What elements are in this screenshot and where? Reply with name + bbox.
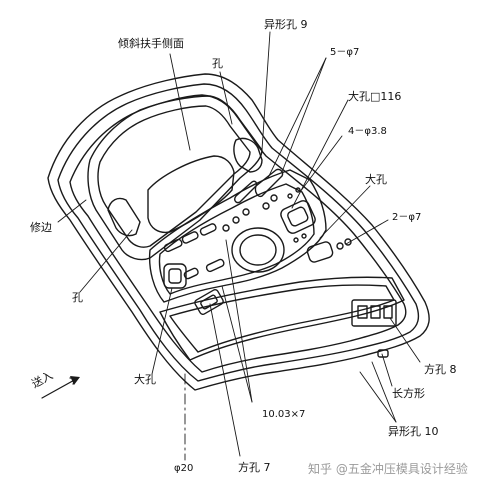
label-square-hole-8: 方孔 8 bbox=[424, 363, 457, 376]
square-hole-7-inner bbox=[200, 294, 218, 310]
label-rectangular: 长方形 bbox=[392, 387, 425, 400]
square-hole-8-c bbox=[383, 305, 393, 319]
square-hole-8-frame bbox=[351, 299, 397, 327]
hole-phi7-c bbox=[222, 224, 230, 232]
label-irregular-hole-10: 异形孔 10 bbox=[388, 425, 439, 438]
label-hole-top: 孔 bbox=[212, 57, 223, 70]
window-frame-outer bbox=[87, 95, 263, 261]
hole-phi38-c bbox=[287, 193, 293, 199]
slot-left-2 bbox=[181, 231, 199, 244]
irregular-hole-9 bbox=[254, 168, 284, 198]
hole-phi7-d bbox=[262, 202, 270, 210]
label-hole-left: 孔 bbox=[72, 291, 83, 304]
hole-2phi7-b bbox=[344, 238, 352, 246]
slot-left-1 bbox=[163, 238, 183, 253]
central-reinforcement bbox=[148, 169, 327, 303]
label-square-hole-7: 方孔 7 bbox=[238, 461, 271, 474]
panel-flange-outline bbox=[57, 83, 420, 382]
large-hole-speaker-inner bbox=[239, 234, 277, 266]
hole-phi38-a bbox=[293, 237, 299, 243]
upper-recess bbox=[233, 137, 263, 173]
slot-left-4 bbox=[205, 258, 225, 273]
large-hole-bottom bbox=[163, 263, 187, 289]
hole-phi38-b bbox=[301, 233, 307, 239]
leader-lines bbox=[57, 31, 421, 457]
label-trim-edge: 修边 bbox=[30, 221, 52, 234]
label-large-hole-bottom: 大孔 bbox=[134, 373, 156, 386]
central-reinforcement-inner bbox=[158, 183, 315, 295]
armrest-side-panel bbox=[147, 155, 235, 234]
irregular-hole-9b bbox=[234, 180, 258, 204]
hole-phi38-d bbox=[295, 187, 301, 193]
label-inclined-armrest-side: 倾斜扶手侧面 bbox=[118, 37, 184, 50]
feed-arrow-head bbox=[70, 376, 80, 385]
label-dim-1003x7: 10.03×7 bbox=[262, 409, 306, 420]
large-hole-speaker bbox=[231, 227, 285, 273]
label-phi20: φ20 bbox=[174, 463, 194, 474]
square-hole-7 bbox=[194, 288, 224, 316]
hole-phi7-b bbox=[232, 216, 240, 224]
lower-sill bbox=[159, 276, 405, 361]
large-hole-square-116 bbox=[280, 200, 316, 234]
slot-left-3 bbox=[199, 223, 217, 236]
large-hole-bottom-inner bbox=[168, 268, 182, 284]
large-hole-square-116-inner bbox=[287, 206, 309, 227]
panel-inner-offset bbox=[69, 94, 407, 373]
label-large-hole-square-116: 大孔□116 bbox=[348, 90, 402, 103]
label-5-phi7: 5－φ7 bbox=[330, 47, 360, 58]
hole-pair-phi7 bbox=[306, 241, 334, 263]
slot-left-5 bbox=[183, 267, 199, 280]
label-irregular-hole-9: 异形孔 9 bbox=[264, 18, 308, 31]
label-2-phi7: 2－φ7 bbox=[392, 212, 422, 223]
armrest-side-inner bbox=[107, 197, 141, 237]
square-hole-8-a bbox=[357, 305, 368, 319]
watermark: 知乎 @五金冲压模具设计经验 bbox=[308, 462, 468, 476]
panel-outer-outline bbox=[47, 73, 430, 391]
square-hole-8-b bbox=[370, 305, 381, 319]
hole-phi7-a bbox=[242, 208, 250, 216]
label-large-hole-right: 大孔 bbox=[365, 173, 387, 186]
label-4-phi38: 4－φ3.8 bbox=[348, 126, 387, 137]
hole-phi7-e bbox=[270, 194, 278, 202]
hole-2phi7-a bbox=[336, 242, 344, 250]
